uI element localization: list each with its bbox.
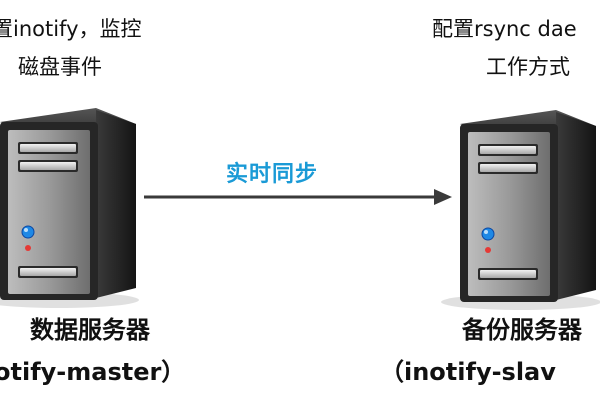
- left-server-icon: [0, 108, 139, 308]
- right-config-line2: 工作方式: [486, 55, 570, 79]
- sync-label: 实时同步: [226, 162, 319, 187]
- left-config-line1: 置inotify，监控: [0, 17, 142, 41]
- arrow-head: [434, 189, 452, 205]
- left-server-name: 数据服务器: [30, 316, 150, 344]
- right-server-host: （inotify-slav: [380, 358, 556, 386]
- left-config-line2: 磁盘事件: [18, 55, 102, 79]
- right-server-name: 备份服务器: [462, 316, 582, 344]
- right-config-line1: 配置rsync dae: [432, 17, 577, 41]
- left-server-host: otify-master）: [0, 358, 186, 386]
- right-server-icon: [441, 110, 600, 310]
